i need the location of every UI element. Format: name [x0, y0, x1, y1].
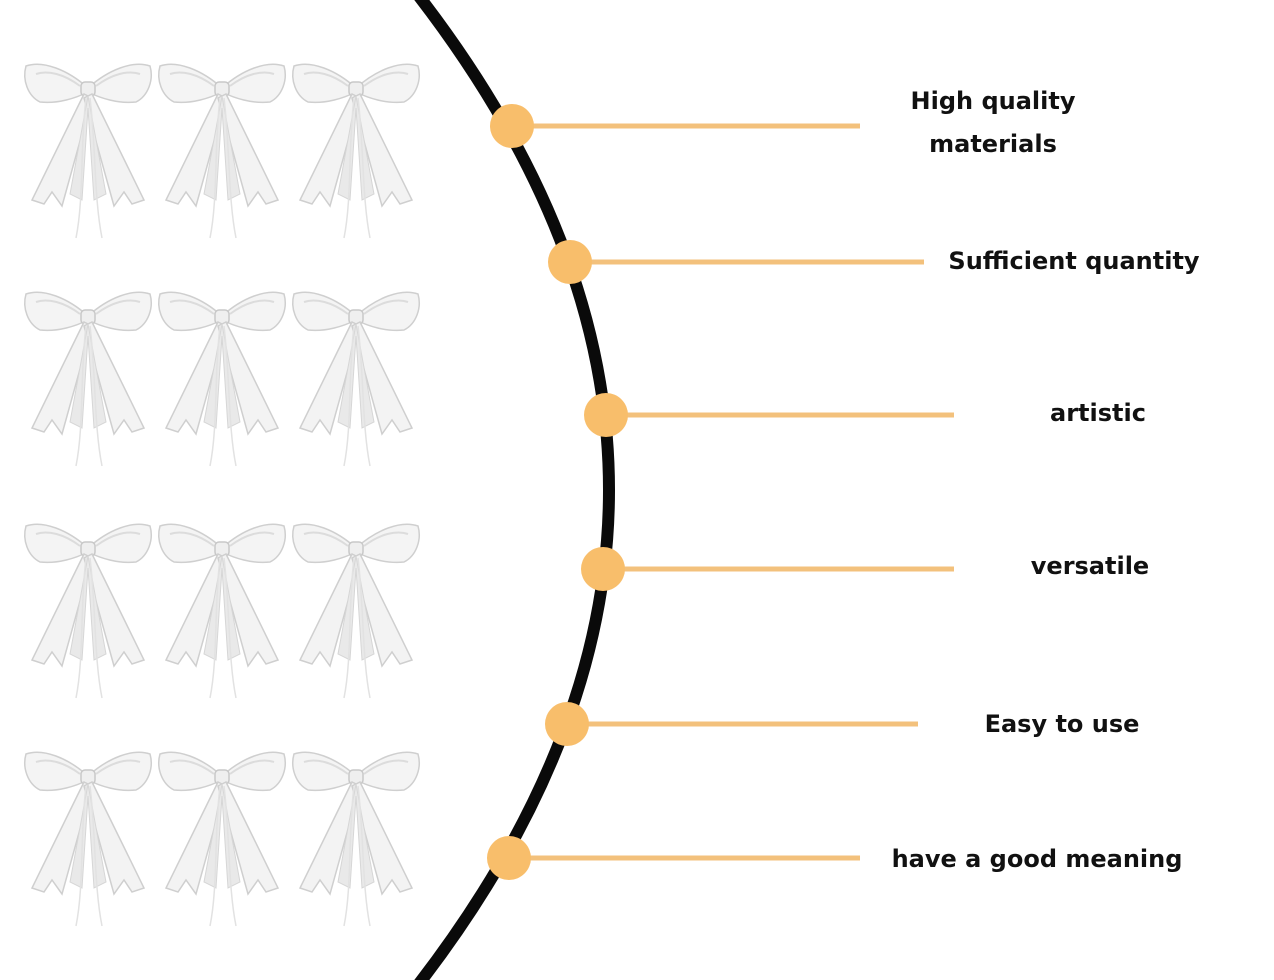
bow-image — [291, 291, 421, 467]
bow-image — [157, 63, 287, 239]
bow-image — [291, 63, 421, 239]
bow-image — [23, 63, 153, 239]
bow-image — [23, 523, 153, 699]
marker-dot — [581, 547, 625, 591]
arc-markers — [487, 104, 628, 880]
bow-image — [157, 291, 287, 467]
feature-label-versatile: versatile — [1030, 552, 1150, 580]
bow-image — [157, 523, 287, 699]
bow-image — [291, 523, 421, 699]
marker-dot — [548, 240, 592, 284]
connector-lines — [509, 123, 954, 861]
marker-dot — [545, 702, 589, 746]
marker-dot — [490, 104, 534, 148]
feature-label-meaning: have a good meaning — [891, 845, 1183, 873]
bow-image — [291, 751, 421, 927]
product-bows-grid — [23, 63, 421, 927]
bow-image — [157, 751, 287, 927]
feature-label-artistic: artistic — [1050, 399, 1146, 427]
feature-label-quantity: Sufficient quantity — [948, 247, 1200, 275]
feature-label-easy: Easy to use — [984, 710, 1140, 738]
feature-label-quality: High quality materials — [910, 87, 1076, 158]
marker-dot — [584, 393, 628, 437]
bow-image — [23, 751, 153, 927]
bow-image — [23, 291, 153, 467]
marker-dot — [487, 836, 531, 880]
